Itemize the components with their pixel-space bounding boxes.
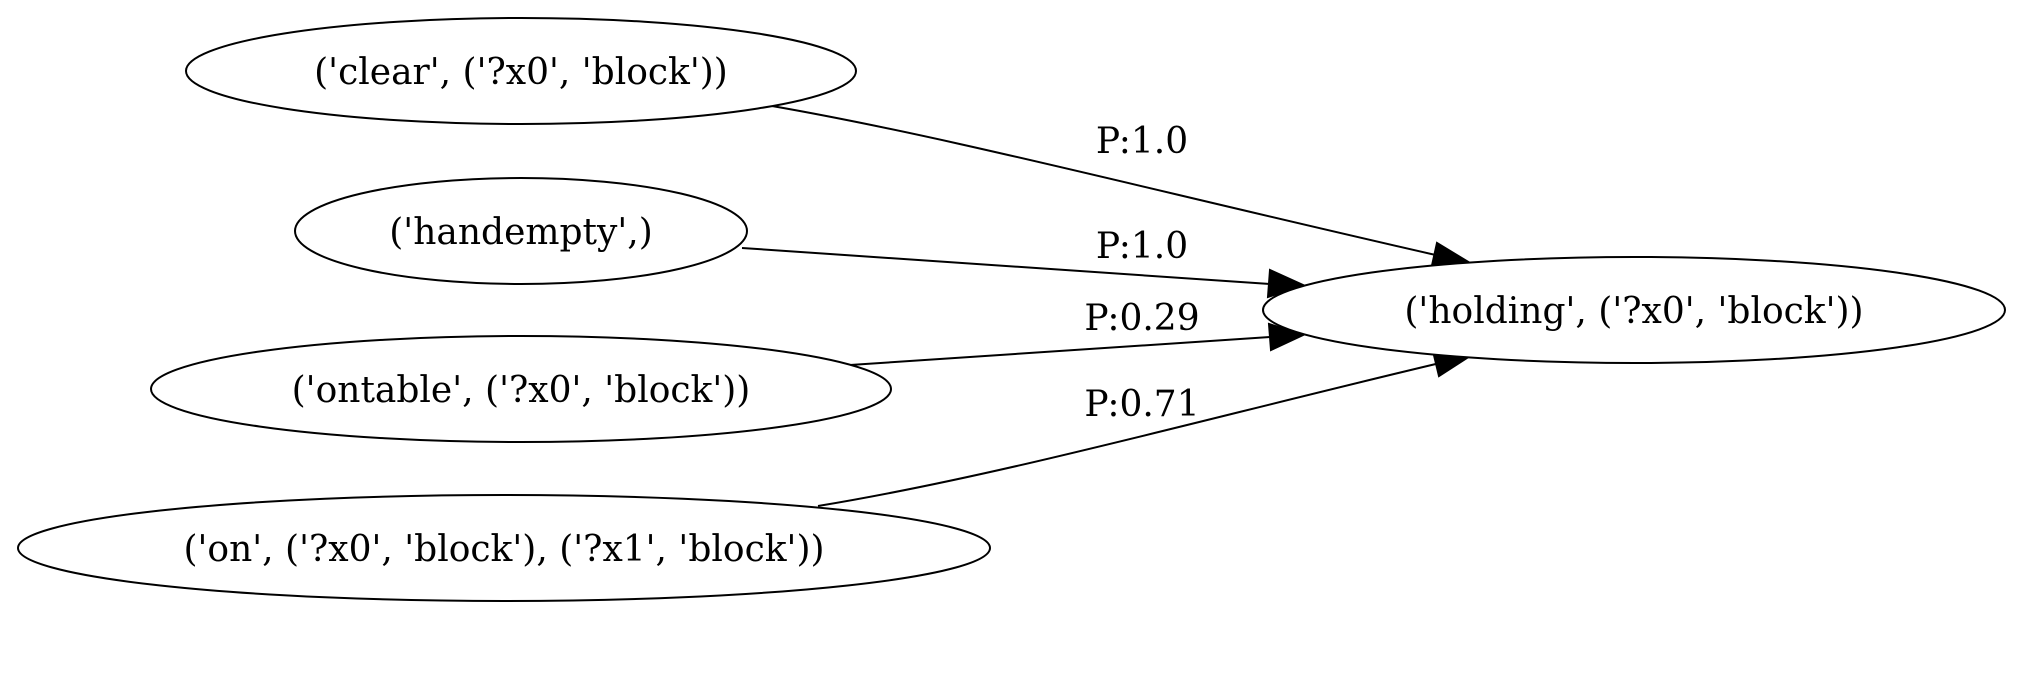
node-holding: ('holding', ('?x0', 'block')): [1262, 256, 2006, 364]
node-on: ('on', ('?x0', 'block'), ('?x1', 'block'…: [17, 494, 991, 602]
node-ellipse: [185, 17, 857, 125]
edge-ontable-to-holding: P:0.29: [849, 298, 1306, 366]
edge-handempty-to-holding: P:1.0: [741, 226, 1306, 299]
edge-line: [849, 336, 1271, 366]
edge-label-on: P:0.71: [1084, 384, 1199, 425]
node-label: ('clear', ('?x0', 'block')): [314, 52, 728, 93]
node-label: ('on', ('?x0', 'block'), ('?x1', 'block'…: [183, 529, 824, 570]
arrowhead-icon: [1267, 322, 1306, 352]
node-label: ('ontable', ('?x0', 'block')): [292, 370, 751, 411]
edge-label-handempty: P:1.0: [1096, 226, 1188, 267]
node-ellipse: [294, 177, 748, 285]
edge-label-clear: P:1.0: [1096, 121, 1188, 162]
node-ellipse: [1262, 256, 2006, 364]
node-label: ('handempty',): [389, 212, 653, 253]
node-ellipse: [150, 335, 892, 443]
edge-line: [771, 105, 1441, 257]
node-label: ('holding', ('?x0', 'block')): [1404, 291, 1863, 332]
node-ellipse: [17, 494, 991, 602]
edge-label-ontable: P:0.29: [1084, 298, 1199, 339]
node-clear: ('clear', ('?x0', 'block')): [185, 17, 857, 125]
edge-line: [741, 247, 1271, 285]
node-handempty: ('handempty',): [294, 177, 748, 285]
edge-line: [817, 362, 1441, 507]
node-ontable: ('ontable', ('?x0', 'block')): [150, 335, 892, 443]
edge-on-to-holding: P:0.71: [817, 349, 1473, 507]
